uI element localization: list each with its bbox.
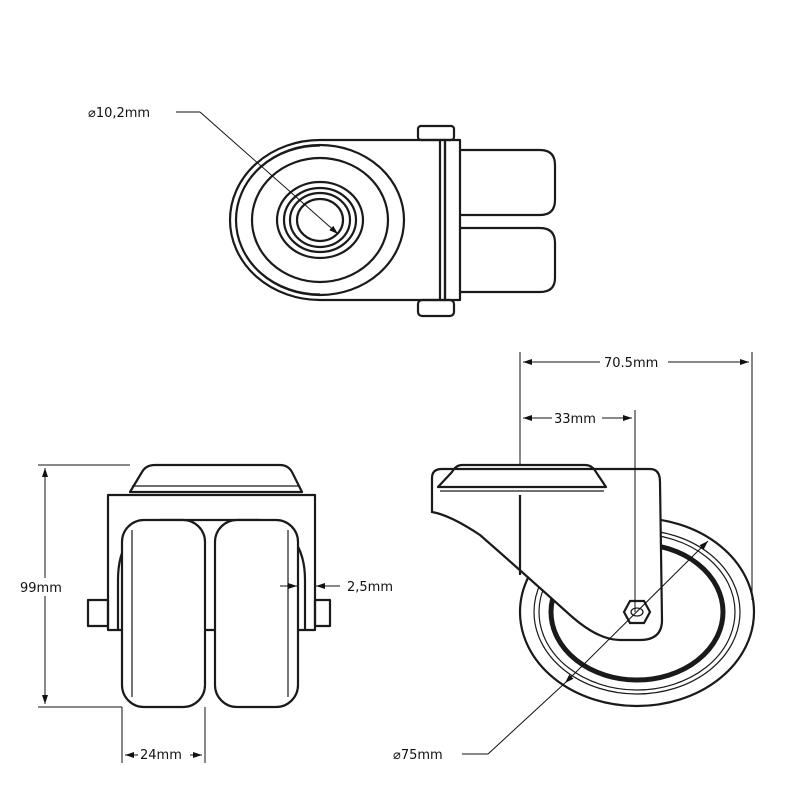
wheel-diameter-dimension: ⌀75mm <box>393 748 443 763</box>
axle-nut-icon <box>313 598 332 628</box>
bolt-hole-dimension: ⌀10,2mm <box>88 106 150 121</box>
top-view: ⌀10,2mm <box>88 106 557 318</box>
nut-icon <box>416 298 456 318</box>
nut-icon <box>416 124 456 142</box>
height-dimension: 99mm <box>20 581 62 596</box>
wheel-width-dimension: 24mm <box>140 748 182 763</box>
wheel-gap-dimension: 2,5mm <box>347 580 393 595</box>
overall-length-dimension: 70.5mm <box>604 356 658 371</box>
axle-nut-icon <box>86 598 110 628</box>
offset-dimension: 33mm <box>554 412 596 427</box>
front-view: 99mm 24mm 2,5mm <box>18 463 393 763</box>
side-view: 70.5mm 33mm ⌀75mm <box>393 352 756 763</box>
